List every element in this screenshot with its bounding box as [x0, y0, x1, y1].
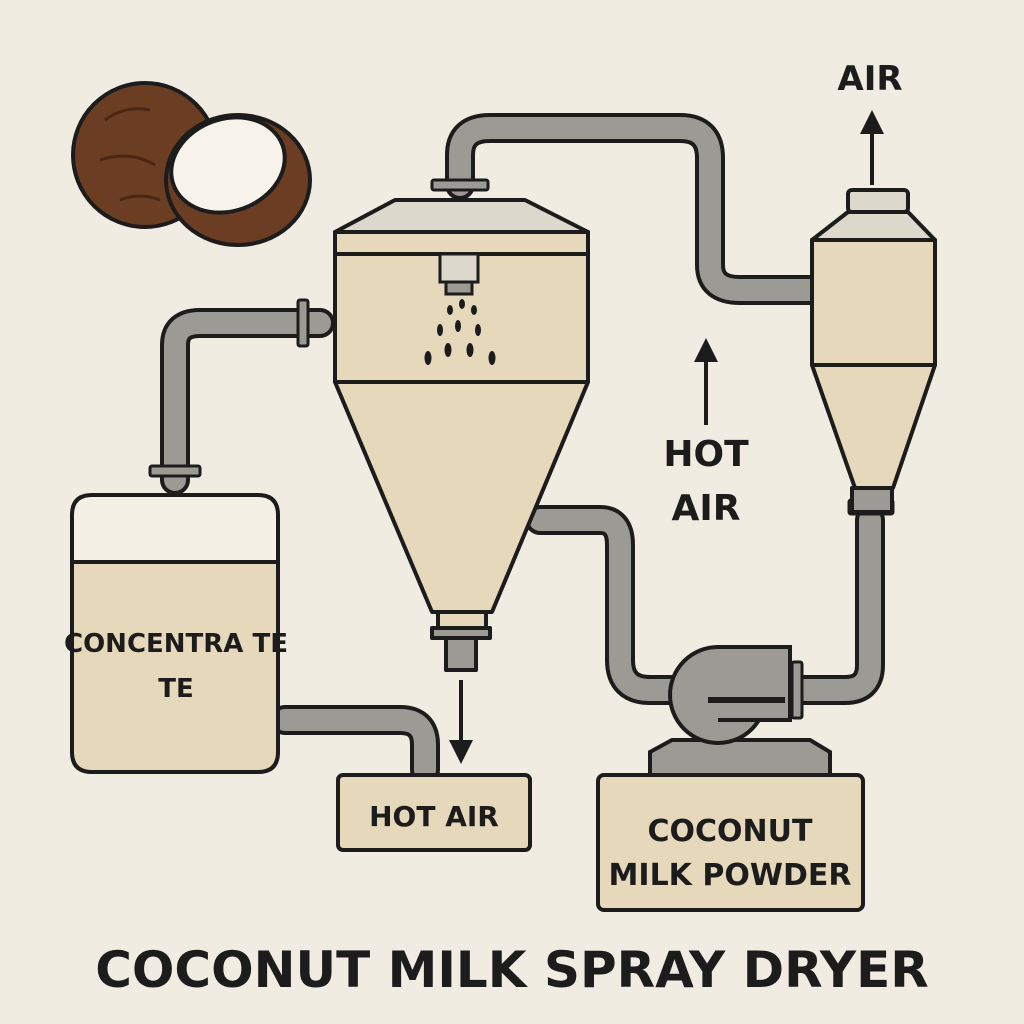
hot-air-label-line2: AIR — [672, 488, 741, 529]
hot-air-box-label: HOT AIR — [369, 800, 499, 833]
air-out-label: AIR — [837, 59, 902, 99]
hot-air-box — [336, 773, 532, 852]
powder-box — [596, 773, 865, 912]
powder-label-line2: MILK POWDER — [609, 858, 852, 893]
concentrate-label-line1: CONCENTRA TE — [64, 629, 288, 659]
coconut-half-icon — [164, 113, 312, 247]
spray-dryer-chamber — [333, 198, 590, 672]
concentrate-tank — [70, 493, 280, 774]
pipes — [160, 113, 885, 785]
cyclone-separator — [810, 188, 937, 514]
spray-nozzle-icon — [424, 252, 496, 365]
hot-air-label-line1: HOT — [663, 434, 749, 475]
concentrate-label-line2: TE — [158, 674, 194, 704]
diagram-title: COCONUT MILK SPRAY DRYER — [95, 941, 929, 999]
pipe-flanges — [148, 178, 895, 720]
powder-label-line1: COCONUT — [648, 814, 814, 849]
